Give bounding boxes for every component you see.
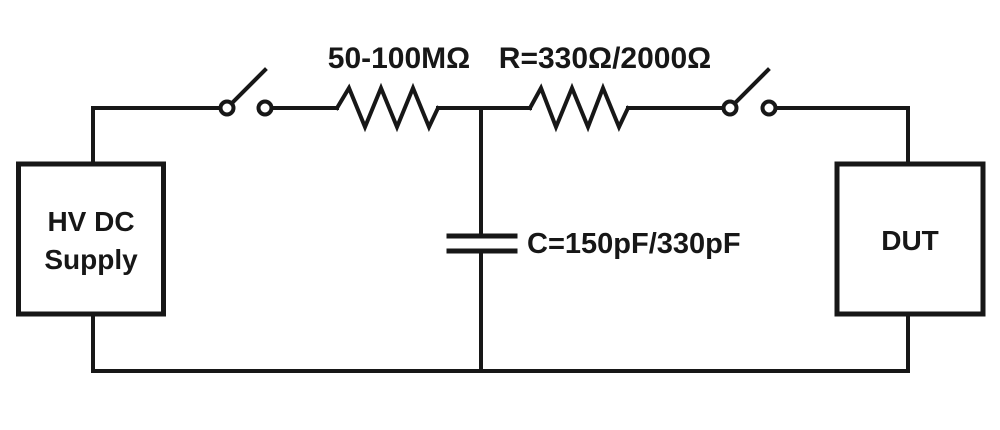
- capacitor-label: C=150pF/330pF: [527, 228, 741, 260]
- wire-layer: [91, 67, 910, 373]
- capacitor: [446, 106, 518, 373]
- hv-dc-supply-box: [16, 161, 166, 317]
- switch-1-left-contact: [218, 99, 236, 117]
- wire-switch2-to-dut: [774, 106, 910, 166]
- ground-return-wire: [91, 312, 910, 373]
- series-resistor: [334, 82, 441, 133]
- switch-2: [721, 67, 778, 117]
- switch-2-left-contact: [721, 99, 739, 117]
- switch-1: [218, 67, 274, 117]
- series-resistor-label: 50-100MΩ: [328, 42, 470, 75]
- dut-box: [834, 161, 986, 317]
- hv-dc-supply-label-line1: HV DC: [47, 206, 134, 237]
- load-resistor: [527, 82, 631, 133]
- hv-dc-supply-label-line2: Supply: [44, 244, 138, 275]
- switch-2-right-contact: [760, 99, 778, 117]
- dut-label: DUT: [881, 225, 939, 256]
- load-resistor-label: R=330Ω/2000Ω: [499, 42, 711, 75]
- switch-1-right-contact: [256, 99, 274, 117]
- wire-supply-to-switch1: [91, 106, 221, 166]
- switch-1-lever: [229, 67, 268, 106]
- switch-2-lever: [732, 67, 771, 106]
